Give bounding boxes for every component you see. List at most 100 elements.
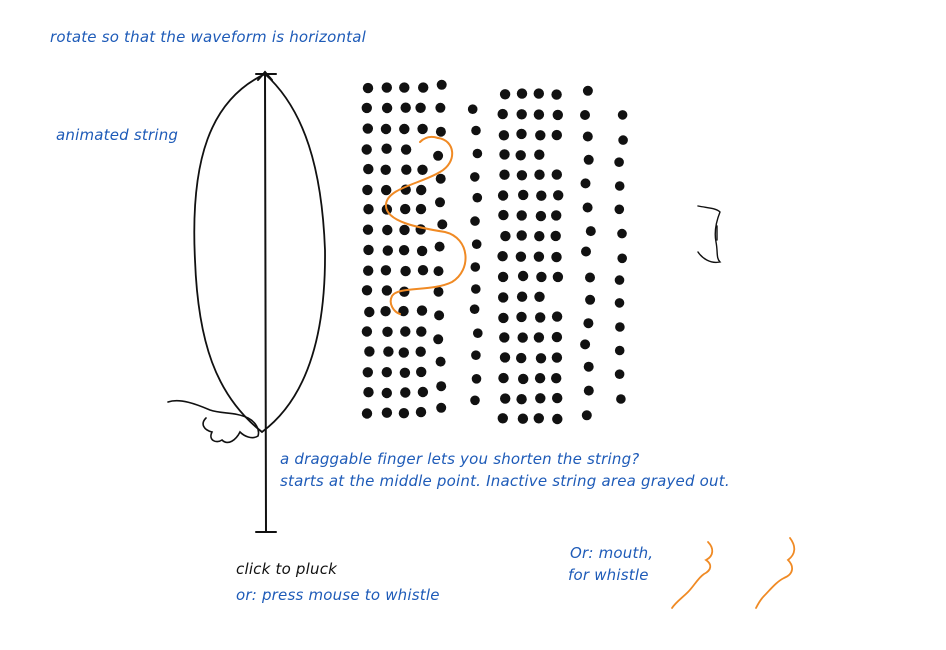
particle-dot bbox=[381, 407, 393, 418]
particle-dot bbox=[516, 210, 527, 221]
particle-dot bbox=[381, 387, 392, 399]
particle-dot bbox=[615, 322, 625, 332]
particle-dot bbox=[399, 82, 410, 93]
particle-dot bbox=[585, 272, 595, 283]
particle-dot bbox=[436, 402, 447, 413]
particle-dot bbox=[614, 181, 625, 191]
particle-dot bbox=[516, 88, 528, 99]
particle-dot bbox=[364, 346, 375, 357]
particle-dot bbox=[381, 102, 393, 114]
particle-dot bbox=[381, 285, 393, 296]
particle-dot bbox=[553, 190, 564, 201]
particle-dot bbox=[470, 262, 481, 272]
particle-dot bbox=[415, 346, 426, 357]
particle-dot bbox=[416, 366, 427, 378]
particle-dot bbox=[470, 172, 480, 182]
particle-dot bbox=[535, 210, 547, 222]
particle-dot bbox=[382, 326, 393, 337]
particle-dot bbox=[469, 304, 480, 315]
particle-dot bbox=[401, 164, 412, 175]
particle-dot bbox=[499, 332, 510, 343]
particle-dot bbox=[534, 291, 545, 302]
particle-dot bbox=[583, 154, 594, 165]
particle-dot bbox=[417, 123, 428, 135]
particle-dot bbox=[516, 109, 527, 120]
mouth-note-line1: Or: mouth, bbox=[570, 544, 654, 562]
particle-dot bbox=[551, 169, 562, 180]
particle-dot bbox=[471, 239, 482, 249]
particle-dot bbox=[433, 266, 444, 277]
particle-dot bbox=[497, 271, 509, 283]
particle-dot bbox=[582, 202, 593, 213]
particle-dot bbox=[398, 245, 410, 256]
particle-dot bbox=[516, 291, 528, 302]
finger-sketch[interactable] bbox=[167, 399, 260, 444]
particle-dot bbox=[498, 130, 510, 141]
particle-dot bbox=[516, 170, 528, 181]
particle-dot bbox=[399, 367, 411, 378]
particle-dot bbox=[551, 251, 562, 263]
particle-dot bbox=[436, 79, 447, 90]
particle-dot bbox=[435, 356, 446, 367]
click-to-pluck-label[interactable]: click to pluck bbox=[236, 560, 338, 578]
particle-dot bbox=[583, 318, 594, 329]
particle-dot bbox=[363, 244, 374, 256]
particle-dot bbox=[418, 82, 429, 93]
particle-dot bbox=[380, 164, 391, 175]
particle-dot bbox=[472, 148, 483, 159]
particle-dot bbox=[381, 82, 392, 93]
particle-dot bbox=[535, 312, 546, 323]
particle-dot bbox=[381, 367, 392, 378]
particle-dot bbox=[535, 393, 546, 404]
particle-dot bbox=[534, 169, 545, 180]
particle-dot bbox=[416, 184, 427, 196]
particle-dot bbox=[516, 352, 527, 364]
finger-note-line2: starts at the middle point. Inactive str… bbox=[280, 472, 730, 490]
particle-dot bbox=[518, 189, 529, 201]
particle-dot bbox=[581, 246, 591, 257]
particle-dot bbox=[415, 203, 427, 215]
string-axis bbox=[255, 70, 277, 533]
particle-dot bbox=[534, 373, 546, 384]
particle-dot bbox=[437, 219, 448, 230]
particle-dot bbox=[535, 353, 547, 364]
particle-dot bbox=[415, 406, 427, 418]
particle-dot bbox=[416, 305, 428, 316]
particle-dot bbox=[515, 150, 526, 161]
particle-dot bbox=[382, 224, 393, 236]
particle-dot bbox=[399, 224, 410, 236]
particle-dot bbox=[400, 144, 412, 155]
particle-dot bbox=[534, 149, 545, 160]
particle-dot bbox=[498, 312, 509, 324]
animated-string-note: animated string bbox=[56, 126, 179, 144]
particle-dot bbox=[551, 331, 563, 343]
particle-dot bbox=[398, 347, 409, 358]
particle-dot bbox=[533, 109, 545, 120]
string-line[interactable] bbox=[264, 71, 267, 533]
particle-dot bbox=[382, 245, 393, 256]
particle-dot bbox=[380, 306, 391, 317]
particle-dot bbox=[550, 230, 561, 242]
particle-dot bbox=[416, 326, 427, 337]
particle-dot bbox=[434, 310, 445, 321]
particle-dot bbox=[499, 352, 511, 363]
particle-dot bbox=[617, 228, 627, 239]
particle-dot bbox=[516, 230, 527, 241]
particle-dot bbox=[362, 367, 373, 378]
particle-dot bbox=[580, 339, 591, 350]
particle-dot bbox=[470, 216, 480, 226]
particle-dot bbox=[498, 209, 509, 221]
particle-dot bbox=[518, 373, 529, 385]
particle-dot bbox=[416, 245, 428, 257]
particle-dot bbox=[433, 150, 444, 161]
particle-dot bbox=[515, 251, 527, 262]
particle-dot bbox=[499, 149, 510, 160]
particle-dot bbox=[517, 332, 528, 343]
particle-dot bbox=[551, 352, 563, 363]
particle-dot bbox=[473, 328, 483, 339]
particle-dot bbox=[552, 109, 563, 121]
particle-dot bbox=[551, 210, 562, 221]
particle-dot bbox=[517, 413, 529, 424]
particle-dot bbox=[551, 89, 562, 100]
